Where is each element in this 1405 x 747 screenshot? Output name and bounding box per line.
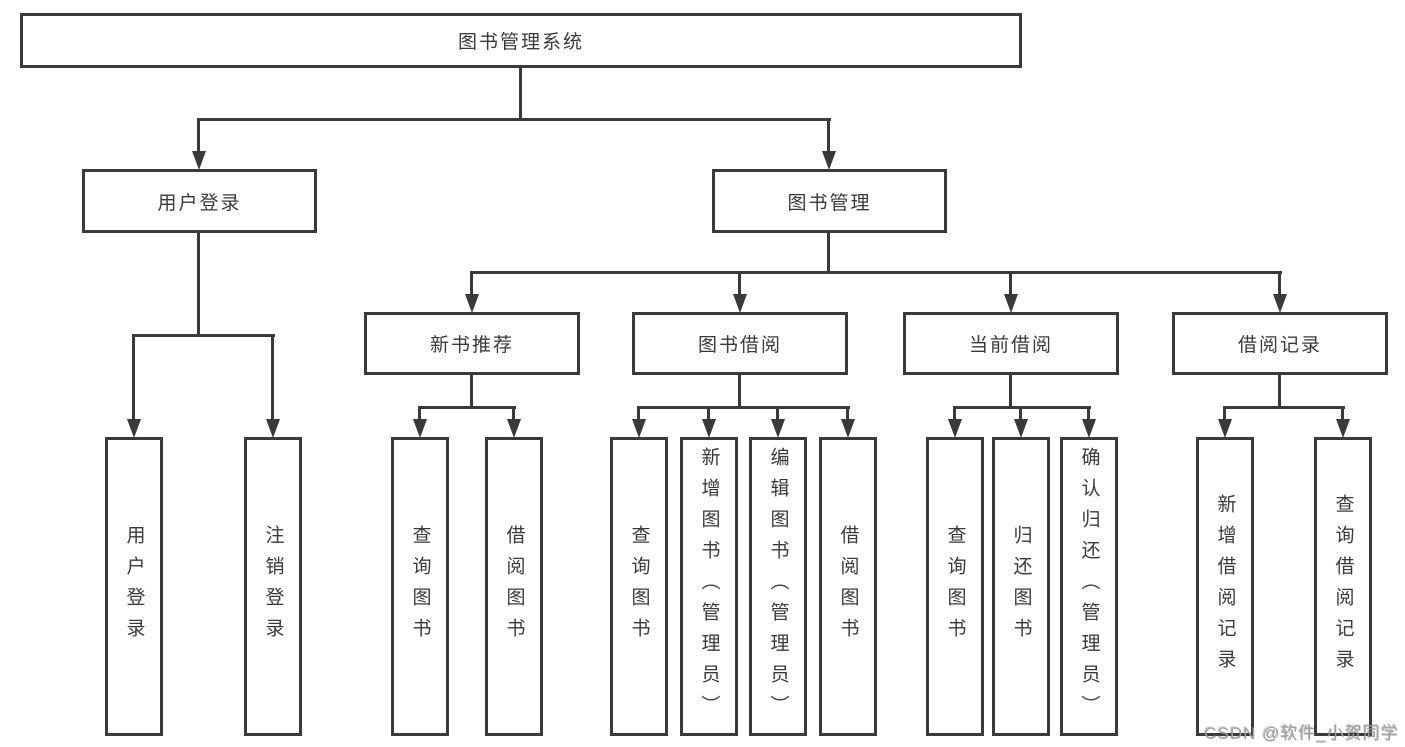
arrowhead-down-icon (465, 294, 479, 313)
node-confirm-return-admin: 确认归还（管理员） (1060, 437, 1118, 736)
node-add-borrow-record: 新增借阅记录 (1196, 437, 1254, 736)
node-label: 用户登录 (123, 524, 145, 649)
connector-v-line (1019, 407, 1022, 421)
connector-v-line (776, 407, 779, 421)
node-label: 图书管理系统 (457, 32, 584, 53)
arrowhead-down-icon (948, 419, 962, 438)
connector-v-line (1009, 272, 1012, 297)
node-label: 新增借阅记录 (1214, 493, 1236, 680)
connector-v-line (1223, 407, 1226, 421)
connector-v-line (827, 233, 830, 273)
node-label: 用户登录 (157, 192, 242, 214)
node-label: 图书借阅 (697, 335, 782, 356)
arrowhead-down-icon (1218, 419, 1232, 438)
connector-v-line (519, 68, 522, 121)
connector-h-line (197, 118, 831, 121)
node-label: 图书管理 (787, 192, 872, 214)
node-add-book-admin: 新增图书（管理员） (680, 437, 738, 736)
watermark: CSDN @软件_小贺同学 (1204, 724, 1399, 743)
node-user-login-action: 用户登录 (105, 437, 163, 736)
node-label: 新书推荐 (429, 335, 514, 356)
connector-v-line (271, 335, 274, 421)
arrowhead-down-icon (1273, 294, 1287, 313)
arrowhead-down-icon (1004, 294, 1018, 313)
arrowhead-down-icon (1336, 419, 1350, 438)
connector-h-line (637, 406, 850, 409)
connector-v-line (1278, 272, 1281, 297)
connector-v-line (1278, 375, 1281, 408)
connector-v-line (197, 119, 200, 153)
node-borrow-books-recommend: 借阅图书 (485, 437, 543, 736)
arrowhead-down-icon (266, 419, 280, 438)
connector-v-line (197, 233, 200, 336)
connector-v-line (637, 407, 640, 421)
arrowhead-down-icon (507, 419, 521, 438)
connector-v-line (1087, 407, 1090, 421)
node-book-borrowing: 图书借阅 (632, 312, 848, 375)
node-query-books-current: 查询图书 (926, 437, 984, 736)
node-label: 借阅图书 (503, 524, 525, 649)
node-query-borrow-record: 查询借阅记录 (1314, 437, 1372, 736)
arrowhead-down-icon (771, 419, 785, 438)
arrowhead-down-icon (841, 419, 855, 438)
arrowhead-down-icon (1014, 419, 1028, 438)
node-label: 注销登录 (262, 524, 284, 649)
arrowhead-down-icon (413, 419, 427, 438)
connector-v-line (132, 335, 135, 421)
arrowhead-down-icon (127, 419, 141, 438)
node-return-books: 归还图书 (992, 437, 1050, 736)
connector-v-line (827, 119, 830, 153)
node-library-management-system: 图书管理系统 (20, 13, 1022, 68)
node-label: 查询借阅记录 (1332, 493, 1354, 680)
node-label: 查询图书 (409, 524, 431, 649)
arrowhead-down-icon (1082, 419, 1096, 438)
node-book-management: 图书管理 (712, 169, 947, 233)
connector-v-line (512, 407, 515, 421)
connector-v-line (470, 375, 473, 408)
arrowhead-down-icon (822, 151, 836, 170)
node-borrowing-records: 借阅记录 (1172, 312, 1388, 375)
node-user-login: 用户登录 (82, 169, 317, 233)
connector-h-line (1223, 406, 1345, 409)
node-current-borrowing: 当前借阅 (903, 312, 1119, 375)
node-logout-action: 注销登录 (244, 437, 302, 736)
connector-h-line (132, 334, 275, 337)
node-edit-book-admin: 编辑图书（管理员） (749, 437, 807, 736)
node-query-books-borrowing: 查询图书 (610, 437, 668, 736)
arrowhead-down-icon (702, 419, 716, 438)
node-label: 确认归还（管理员） (1078, 447, 1100, 726)
node-query-books-recommend: 查询图书 (391, 437, 449, 736)
node-label: 查询图书 (628, 524, 650, 649)
connector-v-line (418, 407, 421, 421)
node-label: 查询图书 (944, 524, 966, 649)
node-label: 借阅记录 (1237, 335, 1322, 356)
node-borrow-books-action: 借阅图书 (819, 437, 877, 736)
connector-v-line (1009, 375, 1012, 408)
connector-h-line (418, 406, 516, 409)
connector-v-line (738, 272, 741, 297)
connector-h-line (953, 406, 1091, 409)
connector-v-line (707, 407, 710, 421)
connector-v-line (846, 407, 849, 421)
connector-v-line (953, 407, 956, 421)
connector-v-line (470, 272, 473, 297)
connector-v-line (1341, 407, 1344, 421)
connector-h-line (470, 271, 1282, 274)
node-new-book-recommendation: 新书推荐 (364, 312, 580, 375)
node-label: 当前借阅 (968, 335, 1053, 356)
node-label: 借阅图书 (837, 524, 859, 649)
node-label: 新增图书（管理员） (698, 447, 720, 726)
arrowhead-down-icon (632, 419, 646, 438)
arrowhead-down-icon (733, 294, 747, 313)
connector-v-line (738, 375, 741, 408)
node-label: 归还图书 (1010, 524, 1032, 649)
arrowhead-down-icon (192, 151, 206, 170)
node-label: 编辑图书（管理员） (767, 447, 789, 726)
